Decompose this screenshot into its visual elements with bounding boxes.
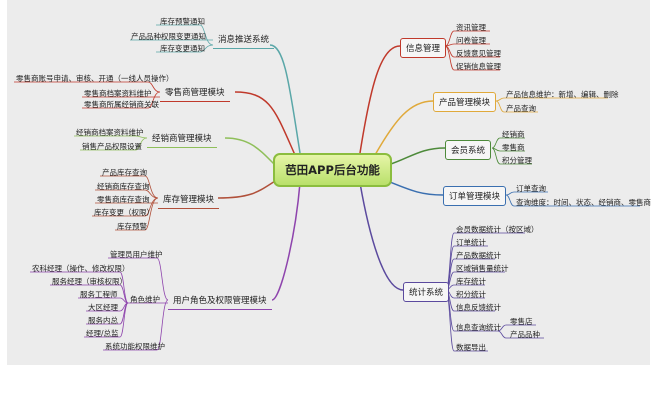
topic-msg: 消息推送系统 [213,30,275,49]
stat-item: 信息查询统计 [456,323,501,332]
stock-item: 库存预警 [117,222,147,231]
msg-item: 产品品种权限变更通知 [131,32,206,41]
topic-stat: 统计系统 [403,282,450,302]
role-sub-item: 服务经理（审核权限） [52,277,127,286]
stock-item: 经销商库存查询 [97,182,150,191]
role-sub-item: 经理/总监 [86,329,119,338]
retail-item: 零售商档案资料维护 [84,89,152,98]
info-item: 促销信息管理 [456,62,501,71]
member-item: 积分管理 [502,156,532,165]
dealer-item: 销售产品权限设置 [82,142,142,151]
stat-item: 信息反馈统计 [456,303,501,312]
stat-item: 数据导出 [456,343,486,352]
center-node: 芭田APP后台功能 [273,153,392,187]
stock-item: 零售商库存查询 [97,195,150,204]
info-item: 资讯管理 [456,23,486,32]
order-item: 查询维度：时间、状态、经销商、零售商 [516,198,651,207]
stat-item: 产品数据统计 [456,251,501,260]
product-item: 产品信息维护：新增、编辑、删除 [506,90,619,99]
topic-member: 会员系统 [445,140,492,160]
product-item: 产品查询 [506,104,536,113]
stat-item: 积分统计 [456,290,486,299]
stat-item: 会员数据统计（按区域） [456,225,539,234]
msg-item: 库存变更通知 [160,44,205,53]
role-item: 管理员用户维护 [110,250,163,259]
role-sub-item: 农科经理（操作、修改权限） [32,264,130,273]
info-item: 反馈意见管理 [456,49,501,58]
role-item: 系统功能权限维护 [105,342,165,351]
retail-item: 零售商账号申请、审核、开通（一线人员操作） [16,74,174,83]
role-sub-item: 服务工程师 [80,290,118,299]
role-sub-item: 服务内总 [88,316,118,325]
stock-item: 库存变更（权限） [94,208,154,217]
topic-product: 产品管理模块 [433,92,497,112]
msg-item: 库存预警通知 [160,17,205,26]
info-item: 问卷管理 [456,36,486,45]
member-item: 经销商 [502,130,525,139]
stat-sub-item: 产品品种 [510,330,540,339]
topic-dealer: 经销商管理模块 [147,129,217,148]
order-item: 订单查询 [516,184,546,193]
stat-item: 库存统计 [456,277,486,286]
topic-info: 信息管理 [400,38,447,58]
topic-stock: 库存管理模块 [158,190,220,209]
role-sub-item: 大区经理 [88,303,118,312]
topic-retail: 零售商管理模块 [160,83,230,102]
stat-item: 区域销售量统计 [456,264,509,273]
role-item: 角色维护 [130,295,160,304]
topic-role: 用户角色及权限管理模块 [168,291,272,310]
dealer-item: 经销商档案资料维护 [76,128,144,137]
stat-item: 订单统计 [456,238,486,247]
topic-order: 订单管理模块 [443,186,507,206]
member-item: 零售商 [502,143,525,152]
stock-item: 产品库存查询 [102,168,147,177]
stat-sub-item: 零售店 [510,317,533,326]
retail-item: 零售商所属经销商关联 [84,100,159,109]
